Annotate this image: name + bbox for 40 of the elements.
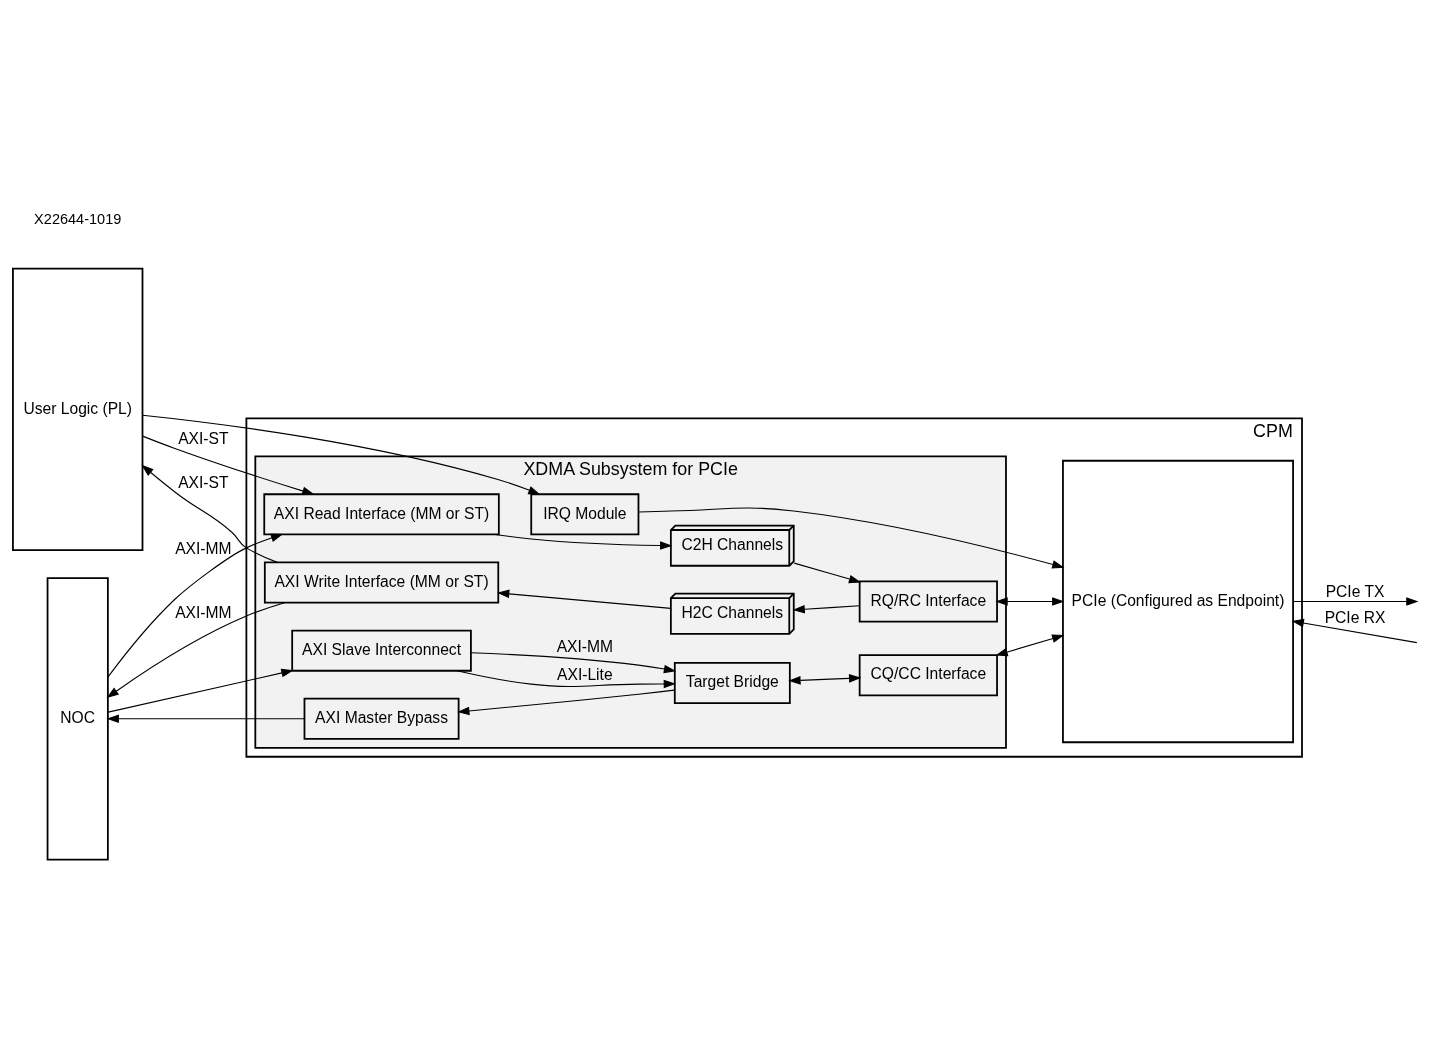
arrow [792, 604, 861, 614]
arrow [456, 669, 676, 688]
arrow [106, 601, 285, 698]
node-box: AXI Slave Interconnect [291, 629, 472, 672]
arrow [788, 673, 862, 685]
node-box: RQ/RC Interface [858, 580, 998, 622]
edge-label: PCIe RX [1324, 608, 1386, 626]
node-box: Target Bridge [673, 661, 791, 704]
node-box: User Logic (PL) [12, 267, 144, 551]
arrow [793, 562, 862, 583]
node-box: NOC [46, 576, 109, 860]
arrow [141, 464, 278, 563]
node-box: CQ/CC Interface [858, 653, 998, 696]
edge-label: PCIe TX [1325, 582, 1385, 600]
arrow [995, 596, 1065, 606]
arrow [470, 651, 677, 673]
arrow [457, 689, 675, 715]
arrow [107, 533, 284, 678]
node-box: AXI Master Bypass [303, 697, 460, 740]
edge-label: AXI-Lite [557, 665, 613, 683]
node-box: PCIe (Configured as Endpoint) [1062, 459, 1294, 743]
arrow [494, 533, 673, 550]
node-box: AXI Write Interface (MM or ST) [263, 561, 500, 603]
arrow [141, 414, 541, 495]
arrow [995, 633, 1065, 656]
edge-label: AXI-MM [175, 539, 232, 557]
label: X22644-1019 [34, 210, 122, 227]
edge-label: AXI-MM [556, 637, 614, 655]
node-box: AXI Read Interface (MM or ST) [263, 492, 500, 535]
arrow [1291, 618, 1418, 643]
arrow [1292, 596, 1419, 606]
arrow [497, 589, 672, 609]
arrow [142, 435, 315, 495]
edge-label: AXI-MM [175, 603, 232, 621]
arrow [106, 713, 305, 723]
edge-label: AXI-ST [178, 473, 229, 491]
node-box: IRQ Module [530, 492, 640, 535]
arrow [107, 668, 294, 713]
arrow [637, 506, 1065, 569]
edge-label: AXI-ST [178, 429, 229, 447]
